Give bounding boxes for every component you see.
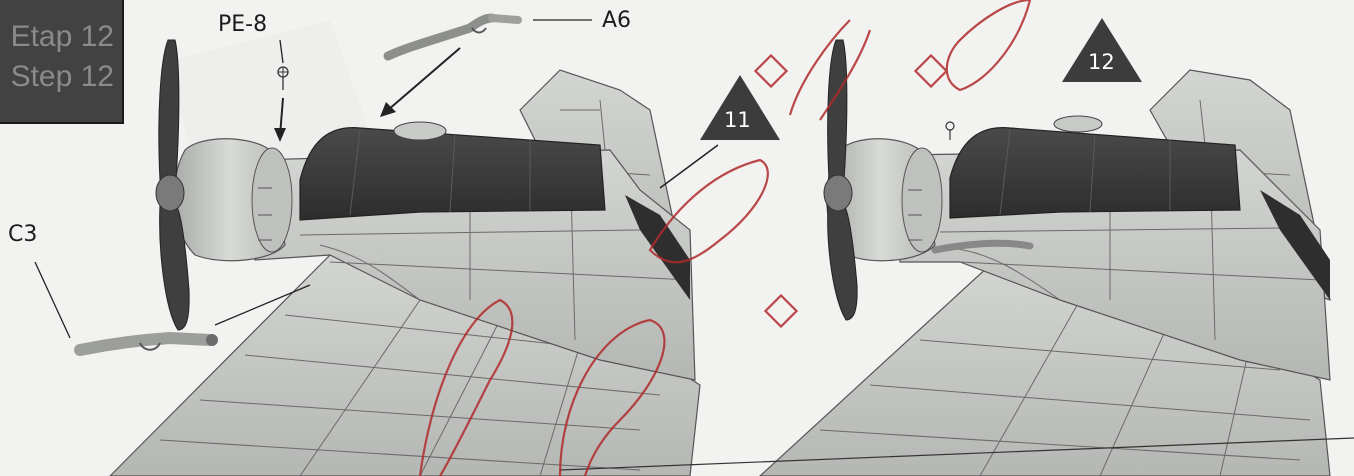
step-label-line1: Etap 12 (10, 20, 114, 53)
a6-arrow (387, 47, 461, 111)
step-label-line2: Step 12 (10, 60, 114, 93)
step-12-number: 12 (1088, 50, 1115, 74)
pe8-part (277, 66, 289, 90)
step-12-marker (1062, 18, 1142, 82)
c3-leader (34, 261, 71, 339)
a6-part (383, 13, 522, 61)
callout-a6: A6 (602, 8, 632, 33)
watermark-outline (418, 0, 1032, 476)
callout-c3: C3 (8, 222, 38, 247)
step-11-marker (700, 75, 780, 140)
aircraft-right (759, 39, 1331, 476)
callout-pe8: PE-8 (218, 12, 268, 37)
aircraft-left (109, 39, 701, 476)
step-11-number: 11 (724, 108, 751, 132)
c3-pointer (214, 284, 311, 326)
c3-part (74, 331, 218, 356)
step-label-box: Etap 12 Step 12 (0, 0, 124, 124)
pe8-leader (279, 39, 284, 64)
